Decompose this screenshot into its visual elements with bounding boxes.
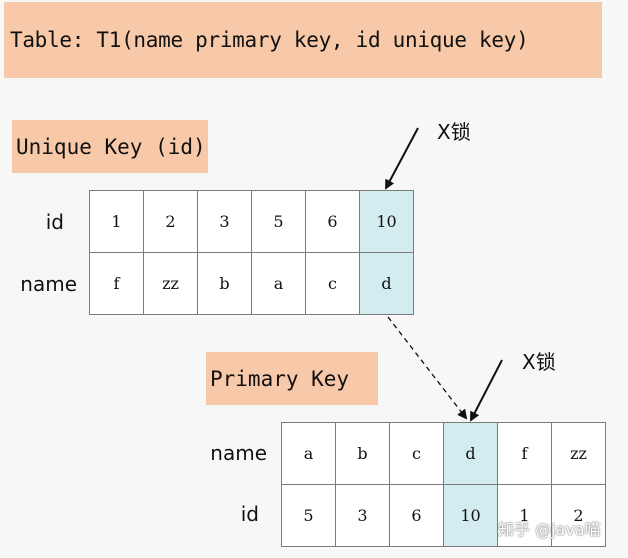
primary-key-index-table: a b c d f zz 5 3 6 10 1 2 [281,422,606,547]
pk-id-cell-locked: 10 [443,484,498,547]
unique-key-lock-arrow [385,127,419,190]
uk-name-cell: c [305,252,360,315]
pk-id-cell: 2 [551,484,606,547]
unique-key-index-table: 1 2 3 5 6 10 f zz b a c d [89,190,414,315]
unique-key-row-label-id: id [45,210,64,234]
table-definition-banner: Table: T1(name primary key, id unique ke… [4,2,602,78]
primary-key-row-label-name: name [210,441,267,465]
index-lookup-dashed-arrow [387,316,468,420]
uk-id-cell: 5 [251,190,306,253]
unique-key-row-label-name: name [20,272,77,296]
pk-id-cell: 5 [281,484,336,547]
uk-name-cell-locked: d [359,252,414,315]
primary-key-label: Primary Key [206,352,378,405]
uk-id-cell: 1 [89,190,144,253]
unique-key-lock-label: X锁 [437,120,471,144]
unique-key-label: Unique Key (id) [12,120,208,173]
uk-id-cell: 2 [143,190,198,253]
uk-name-cell: b [197,252,252,315]
table-definition-text: Table: T1(name primary key, id unique ke… [10,28,529,52]
primary-key-lock-arrow [470,359,503,422]
pk-id-cell: 3 [335,484,390,547]
pk-name-cell: c [389,422,444,485]
pk-name-cell: f [497,422,552,485]
watermark: 知乎 @java喵 [498,520,601,539]
pk-name-cell-locked: d [443,422,498,485]
uk-name-cell: f [89,252,144,315]
primary-key-id-row: 5 3 6 10 1 2 [281,484,606,547]
unique-key-name-row: f zz b a c d [89,252,414,315]
pk-name-cell: zz [551,422,606,485]
unique-key-id-row: 1 2 3 5 6 10 [89,190,414,253]
unique-key-label-text: Unique Key (id) [16,134,206,159]
primary-key-lock-label: X锁 [522,350,556,374]
uk-id-cell-locked: 10 [359,190,414,253]
uk-name-cell: a [251,252,306,315]
primary-key-label-text: Primary Key [210,366,350,391]
primary-key-row-label-id: id [240,502,259,526]
uk-id-cell: 6 [305,190,360,253]
primary-key-name-row: a b c d f zz [281,422,606,485]
